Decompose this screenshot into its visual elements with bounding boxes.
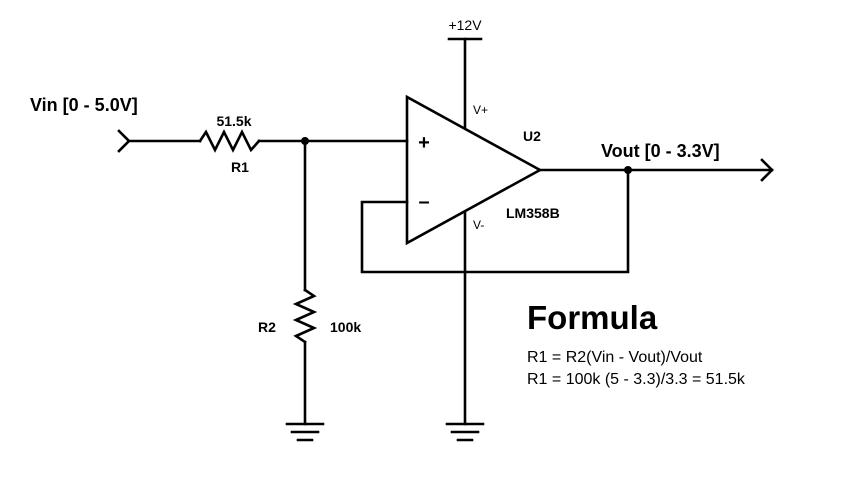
output-junction-dot [624, 166, 632, 174]
r1-ref: R1 [231, 159, 249, 175]
opamp-vminus-pin: V- [473, 218, 484, 232]
r2-ref: R2 [258, 319, 276, 335]
formula-line-1: R1 = R2(Vin - Vout)/Vout [527, 349, 703, 366]
input-label: Vin [0 - 5.0V] [30, 95, 138, 115]
r2-value: 100k [330, 319, 361, 335]
opamp-plus-sign: + [418, 132, 430, 154]
supply-label: +12V [448, 17, 482, 33]
opamp-minus-sign: – [418, 191, 429, 213]
opamp-vplus-pin: V+ [473, 103, 488, 117]
output-label: Vout [0 - 3.3V] [601, 141, 720, 161]
input-arrow-icon [117, 129, 131, 153]
opamp-triangle-icon [405, 94, 543, 246]
opamp-ref: U2 [523, 128, 541, 144]
formula-title: Formula [527, 299, 658, 336]
r2-resistor-icon [292, 288, 318, 344]
ground-icon [285, 422, 325, 442]
feedback-wire [360, 168, 630, 274]
output-arrow-icon [760, 158, 774, 182]
r1-value: 51.5k [216, 113, 251, 129]
opamp-part: LM358B [506, 205, 560, 221]
formula-line-2: R1 = 100k (5 - 3.3)/3.3 = 51.5k [527, 371, 746, 388]
r1-resistor-icon [198, 129, 261, 153]
ground-icon [445, 422, 485, 442]
